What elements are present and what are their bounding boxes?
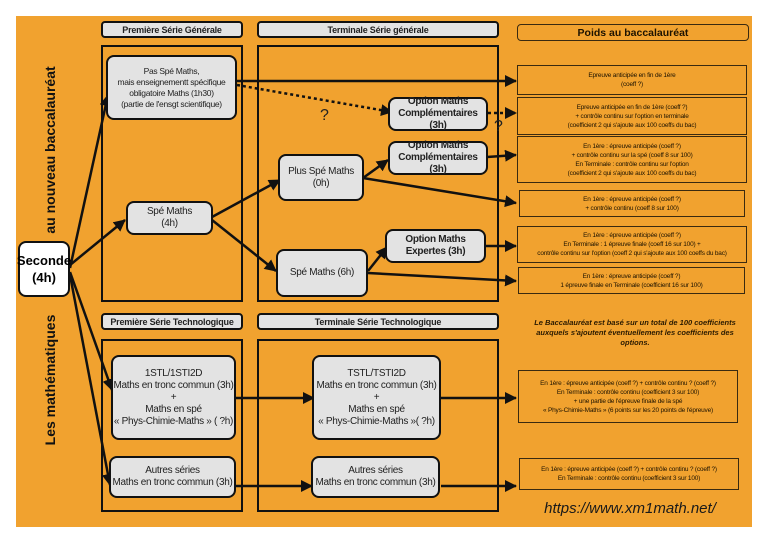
- note-line: options.: [620, 338, 650, 347]
- result-text: En 1ère : épreuve anticipée (coeff ?): [583, 142, 681, 150]
- result-text: + contrôle continu sur la spé (coeff 8 s…: [571, 151, 693, 159]
- result-box-6: En 1ère : épreuve anticipée (coeff ?) 1 …: [518, 267, 745, 294]
- node-text: Maths en spé: [348, 403, 405, 415]
- node-text: Complémentaires (3h): [398, 108, 478, 131]
- node-text: « Phys-Chimie-Maths » ( ?h): [113, 415, 234, 427]
- node-text: Autres séries: [348, 465, 403, 476]
- frame-terminale-generale: [257, 45, 499, 302]
- note-line: Le Baccalauréat est basé sur un total de…: [534, 318, 736, 327]
- node-text: (4h): [161, 218, 178, 229]
- source-url[interactable]: https://www.xm1math.net/: [544, 500, 716, 517]
- result-text: En 1ère : épreuve anticipée (coeff ?): [583, 195, 681, 203]
- header-poids: Poids au baccalauréat: [517, 24, 749, 41]
- node-text: Spé Maths: [146, 206, 193, 217]
- result-text: En Terminale : contrôle continu (coeffic…: [557, 475, 701, 482]
- result-box-4: En 1ère : épreuve anticipée (coeff ?) + …: [519, 190, 745, 217]
- node-text: obligatoire Maths (1h30): [129, 87, 214, 98]
- node-text: (partie de l'ensgt scientifique): [121, 98, 222, 109]
- result-text: En 1ère : épreuve anticipée (coeff ?): [583, 232, 681, 239]
- node-text: Pas Spé Maths,: [143, 65, 200, 76]
- result-text: + une partie de l'épreuve finale de la s…: [573, 397, 683, 405]
- node-option-expertes: Option Maths Expertes (3h): [385, 229, 486, 263]
- node-text: +: [170, 391, 177, 403]
- result-box-5: En 1ère : épreuve anticipée (coeff ?) En…: [517, 226, 747, 263]
- node-seconde-hours: (4h): [32, 270, 56, 285]
- result-box-3: En 1ère : épreuve anticipée (coeff ?) + …: [517, 136, 747, 183]
- coefficient-note: Le Baccalauréat est basé sur un total de…: [530, 318, 740, 348]
- question-mark-option-result: ?: [494, 118, 503, 135]
- result-text: (coefficient 2 qui s'ajoute aux 100 coef…: [567, 169, 697, 177]
- node-option-comp: Option Maths Complémentaires (3h): [388, 140, 488, 175]
- node-spe-maths-6h: Spé Maths (6h): [276, 249, 368, 297]
- node-autres-series-premiere: Autres séries Maths en tronc commun (3h): [109, 456, 236, 498]
- node-seconde: Seconde (4h): [16, 241, 72, 297]
- side-label-top: au nouveau baccalauréat: [42, 66, 58, 234]
- frame-terminale-techno: [257, 339, 499, 512]
- node-text: 1STL/1STI2D: [144, 367, 203, 379]
- result-text: 1 épreuve finale en Terminale (coefficie…: [560, 281, 703, 289]
- header-premiere-generale: Première Série Générale: [101, 21, 243, 38]
- node-1stl-1sti2d: 1STL/1STI2D Maths en tronc commun (3h) +…: [111, 355, 236, 440]
- result-text: En Terminale : contrôle continu sur l'op…: [575, 160, 689, 168]
- result-box-2: Epreuve anticipée en fin de 1ère (coeff …: [517, 97, 747, 135]
- result-box-8: En 1ère : épreuve anticipée (coeff ?) + …: [519, 458, 739, 490]
- note-line: auxquels s'ajoutent éventuellement les c…: [536, 328, 734, 337]
- result-text: + contrôle continu sur l'option en termi…: [575, 112, 689, 120]
- node-text: Option Maths: [407, 96, 469, 107]
- node-pas-spe-maths: Pas Spé Maths, mais enseignementt spécif…: [106, 55, 237, 120]
- result-text: Epreuve anticipée en fin de 1ère (coeff …: [576, 103, 688, 111]
- header-terminale-techno: Terminale Série Technologique: [257, 313, 499, 330]
- node-text: Option Maths: [407, 140, 469, 151]
- result-text: En 1ère : épreuve anticipée (coeff ?): [582, 272, 681, 280]
- result-text: En 1ère : épreuve anticipée (coeff ?) + …: [541, 466, 717, 473]
- result-text: (coeff ?): [621, 81, 643, 88]
- side-label-bottom: Les mathématiques: [42, 314, 58, 446]
- node-text: mais enseignementt spécifique: [117, 76, 226, 87]
- header-premiere-techno: Première Série Technologique: [101, 313, 243, 330]
- node-seconde-label: Seconde: [16, 253, 72, 268]
- node-text: Expertes (3h): [405, 246, 466, 257]
- node-text: Option Maths: [405, 234, 466, 245]
- node-autres-series-terminale: Autres séries Maths en tronc commun (3h): [311, 456, 440, 498]
- node-text: Maths en tronc commun (3h): [113, 379, 234, 391]
- result-text: En 1ère : épreuve anticipée (coeff ?) + …: [540, 379, 716, 387]
- result-box-1: Epreuve anticipée en fin de 1ère (coeff …: [517, 65, 747, 95]
- node-text: Maths en tronc commun (3h): [316, 379, 437, 391]
- node-text: Autres séries: [145, 465, 200, 476]
- result-box-7: En 1ère : épreuve anticipée (coeff ?) + …: [518, 370, 738, 423]
- node-text: Maths en tronc commun (3h): [112, 477, 233, 488]
- result-text: contrôle continu sur l'option (coeff 2 q…: [537, 250, 727, 257]
- node-text: +: [373, 391, 380, 403]
- node-text: « Phys-Chimie-Maths »( ?h): [318, 415, 435, 427]
- header-terminale-generale: Terminale Série générale: [257, 21, 499, 38]
- node-text: Complémentaires (3h): [398, 152, 478, 175]
- node-tstl-tsti2d: TSTL/TSTI2D Maths en tronc commun (3h) +…: [312, 355, 441, 440]
- result-text: (coefficient 2 qui s'ajoute aux 100 coef…: [567, 121, 697, 129]
- node-text: Spé Maths (6h): [289, 267, 355, 278]
- result-text: « Phys-Chimie-Maths » (6 points sur les …: [542, 406, 713, 414]
- node-text: TSTL/TSTI2D: [347, 367, 406, 379]
- result-text: Epreuve anticipée en fin de 1ère: [588, 72, 676, 79]
- node-text: Maths en spé: [145, 403, 202, 415]
- question-mark-dotted-path: ?: [320, 107, 329, 124]
- result-text: + contrôle continu (coeff 8 sur 100): [585, 204, 679, 212]
- node-text: Plus Spé Maths (0h): [288, 165, 354, 189]
- node-plus-spe-0h: Plus Spé Maths (0h): [278, 154, 364, 201]
- node-text: Maths en tronc commun (3h): [315, 477, 436, 488]
- result-text: En Terminale : contrôle continu (coeffic…: [556, 388, 700, 396]
- node-spe-maths-4h: Spé Maths (4h): [126, 201, 213, 235]
- result-text: En Terminale : 1 épreuve finale (coeff 1…: [563, 241, 701, 248]
- node-option-comp-dotted: Option Maths Complémentaires (3h): [388, 96, 488, 131]
